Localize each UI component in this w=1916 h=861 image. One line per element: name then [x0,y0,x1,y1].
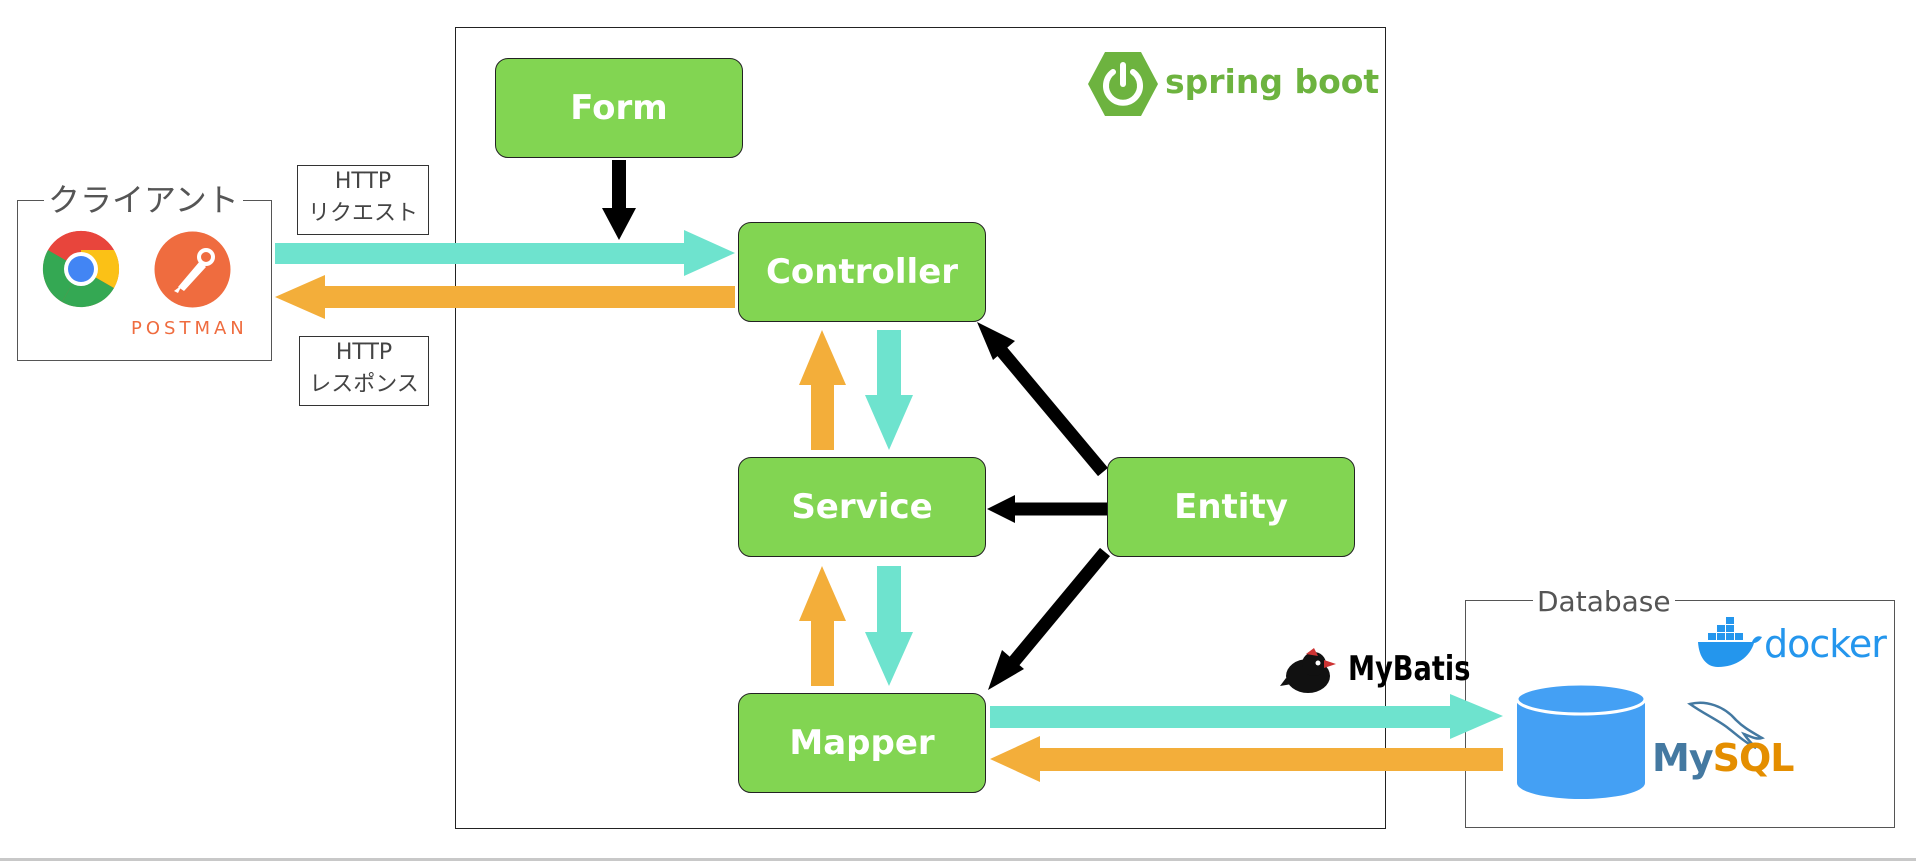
http-request-line1: HTTP [334,169,392,194]
entity-box: Entity [1107,457,1355,557]
database-cylinder-icon [1515,683,1647,799]
chrome-icon [42,230,120,308]
mysql-sql-text: SQL [1712,736,1795,780]
form-to-controller-arrow [602,160,636,240]
postman-wordmark: POSTMAN [131,318,248,339]
http-request-tag: HTTP リクエスト [297,165,429,235]
http-response-arrow [275,275,735,319]
mysql-my-text: My [1652,736,1714,780]
postman-icon [154,231,231,308]
mysql-wordmark: MySQL [1652,736,1795,780]
entity-to-service-arrow [987,495,1107,523]
client-label: クライアント [44,181,243,219]
spring-boot-logo-icon [1088,52,1158,116]
docker-whale-icon [1698,617,1762,667]
entity-to-mapper-arrow [988,547,1111,690]
http-request-arrow [275,230,735,276]
mapper-box: Mapper [738,693,986,793]
mapper-to-db-arrow [990,694,1503,739]
http-response-tag: HTTP レスポンス [299,336,429,406]
application-frame [455,27,1386,829]
mapper-to-service-arrow [799,566,846,686]
controller-box: Controller [738,222,986,322]
mybatis-label: MyBatis [1348,649,1471,689]
service-box: Service [738,457,986,557]
docker-label: docker [1764,622,1887,666]
http-response-line1: HTTP [335,340,393,365]
form-box: Form [495,58,743,158]
service-to-controller-arrow [799,330,846,450]
bottom-divider [0,858,1916,861]
controller-to-service-arrow [865,330,913,450]
database-label: Database [1533,585,1675,619]
http-request-line2: リクエスト [307,201,418,226]
mysql-dolphin-icon [1687,701,1765,750]
http-response-line2: レスポンス [309,372,419,397]
service-to-mapper-arrow [865,566,913,686]
db-to-mapper-arrow [990,736,1503,782]
spring-boot-label: spring boot [1165,62,1380,101]
entity-to-controller-arrow [977,322,1108,477]
mybatis-bird-icon [1280,648,1336,693]
